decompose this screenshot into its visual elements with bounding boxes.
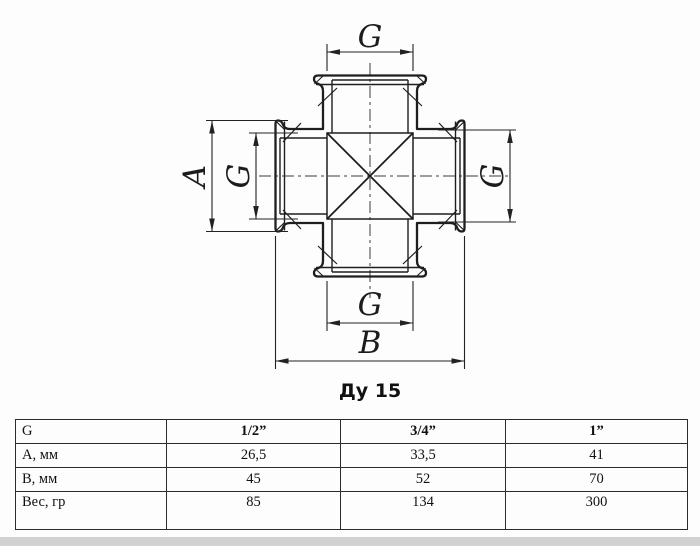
cell-g-half: 1/2” (166, 419, 341, 444)
cell-a-threequarter: 33,5 (340, 443, 506, 468)
row-label-a: А, мм (15, 443, 167, 468)
drawing-caption-du15: Ду 15 (339, 380, 401, 402)
cell-weight-threequarter: 134 (340, 491, 506, 530)
flange-corner-ticks (275, 75, 466, 277)
row-label-b: В, мм (15, 467, 167, 492)
cell-g-one: 1” (505, 419, 688, 444)
table-row-a: А, мм 26,5 33,5 41 (15, 443, 688, 468)
cell-g-threequarter: 3/4” (340, 419, 506, 444)
centerlines (259, 63, 508, 298)
dimension-lines (206, 44, 516, 369)
cell-weight-one: 300 (505, 491, 688, 530)
dim-label-g-right: G (475, 164, 511, 189)
spec-table: G 1/2” 3/4” 1” А, мм 26,5 33,5 41 В, мм … (15, 419, 688, 530)
cell-a-one: 41 (505, 443, 688, 468)
row-label-weight: Вес, гр (15, 491, 167, 530)
dim-label-g-top: G (358, 19, 383, 55)
table-row-g: G 1/2” 3/4” 1” (15, 419, 688, 444)
row-label-g: G (15, 419, 167, 444)
dim-label-g-left: G (221, 164, 257, 189)
cell-b-half: 45 (166, 467, 341, 492)
cell-b-threequarter: 52 (340, 467, 506, 492)
cell-weight-half: 85 (166, 491, 341, 530)
technical-drawing-cross-fitting: G A G G G B Ду 15 (177, 19, 516, 402)
photo-edge-strip (0, 537, 700, 546)
cell-b-one: 70 (505, 467, 688, 492)
table-row-weight: Вес, гр 85 134 300 (15, 491, 688, 530)
dimension-arrows (209, 49, 513, 364)
cross-diagonals (326, 132, 414, 220)
cell-a-half: 26,5 (166, 443, 341, 468)
table-row-b: В, мм 45 52 70 (15, 467, 688, 492)
dim-label-b-bottom: B (358, 325, 382, 361)
dim-label-a-left: A (177, 165, 213, 190)
dim-label-g-bottom: G (358, 287, 383, 323)
